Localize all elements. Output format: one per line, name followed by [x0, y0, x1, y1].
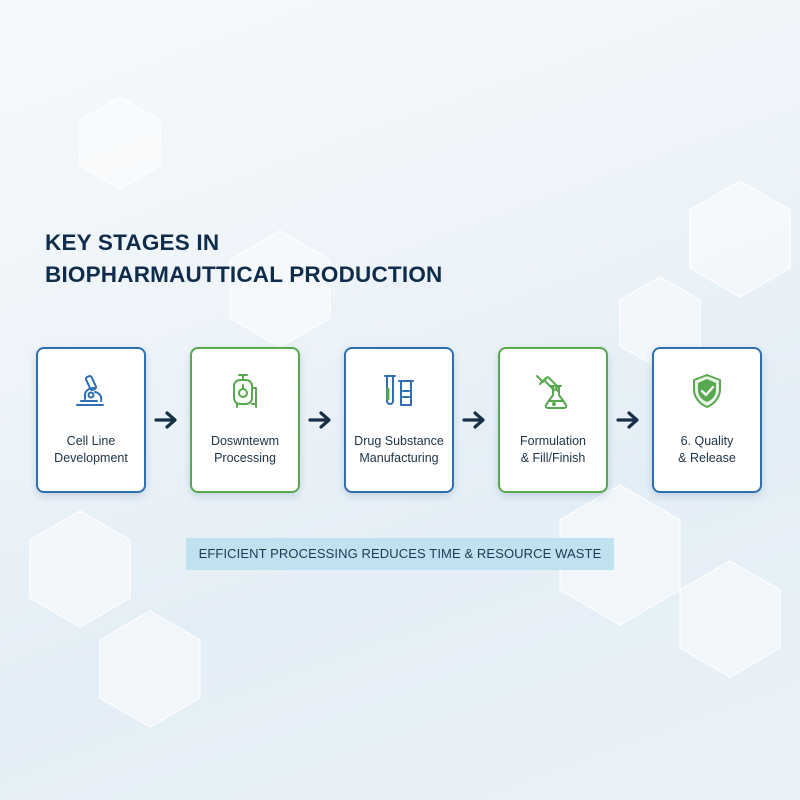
stage-card-quality-release: 6. Quality & Release [652, 347, 762, 493]
shield-check-icon [693, 374, 721, 408]
stage-card-formulation-fill-finish: Formulation & Fill/Finish [498, 347, 608, 493]
arrow-right-icon [308, 411, 331, 429]
stage-label: Doswntewm Processing [210, 434, 280, 465]
syringe-flask-icon [536, 375, 568, 409]
title-line-1: KEY STAGES IN [45, 230, 220, 255]
arrow-right-icon [154, 411, 177, 429]
bioreactor-icon [233, 374, 257, 408]
summary-banner: EFFICIENT PROCESSING REDUCES TIME & RESO… [186, 538, 614, 570]
stage-card-downstream-processing: Doswntewm Processing [190, 347, 300, 493]
stage-card-drug-substance-manufacturing: Drug Substance Manufacturing [344, 347, 454, 493]
title-line-2: BIOPHARMAUTTICAL PRODUCTION [45, 262, 443, 287]
test-tubes-icon [384, 375, 414, 406]
arrow-right-icon [462, 411, 485, 429]
arrow-right-icon [616, 411, 639, 429]
stage-label: Formulation & Fill/Finish [520, 434, 586, 465]
microscope-icon [76, 375, 104, 406]
stage-label: 6. Quality & Release [678, 434, 736, 465]
stage-label: Cell Line Development [54, 434, 128, 465]
diagram-title: KEY STAGES IN BIOPHARMAUTTICAL PRODUCTIO… [45, 227, 442, 291]
stage-label: Drug Substance Manufacturing [354, 434, 444, 465]
stage-card-cell-line-development: Cell Line Development [36, 347, 146, 493]
